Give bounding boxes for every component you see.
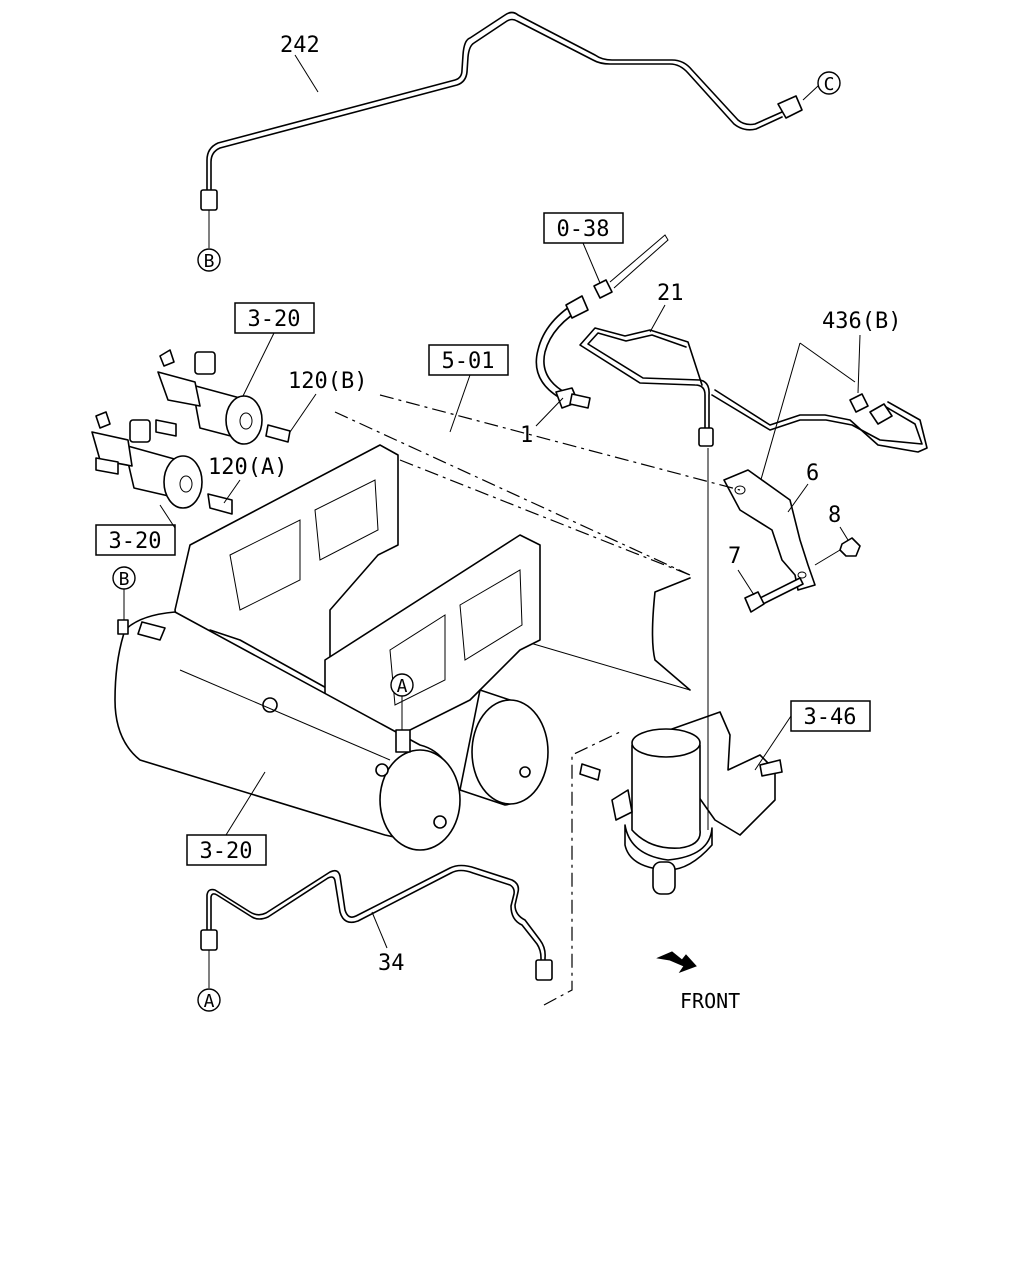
leader-8 bbox=[839, 526, 849, 541]
marker-b-top: B bbox=[197, 248, 221, 272]
ref-box-5-01: 5-01 bbox=[428, 344, 509, 376]
marker-c-text: C bbox=[824, 74, 835, 95]
leader-1 bbox=[535, 397, 564, 427]
marker-a-bottom: A bbox=[197, 988, 221, 1012]
leader-3-20-bottom bbox=[225, 771, 266, 836]
ref-3-46-text: 3-46 bbox=[804, 705, 857, 730]
front-arrow-icon bbox=[656, 951, 697, 974]
ref-3-20-mid-text: 3-20 bbox=[109, 529, 162, 554]
ref-box-3-20-top: 3-20 bbox=[234, 302, 315, 334]
leader-34 bbox=[371, 911, 388, 949]
valve-lower bbox=[91, 411, 233, 515]
leader-6 bbox=[787, 483, 809, 513]
leader-5-01 bbox=[449, 374, 471, 433]
leader-21 bbox=[649, 304, 666, 333]
air-tank-front bbox=[114, 611, 461, 851]
leader-242 bbox=[294, 54, 319, 93]
leader-120b bbox=[289, 393, 317, 433]
leader-436b bbox=[857, 334, 861, 394]
leader-3-20-mid bbox=[159, 504, 176, 529]
frame-rail bbox=[334, 394, 741, 691]
marker-a-tank: A bbox=[390, 673, 414, 697]
tube-436b bbox=[711, 389, 928, 453]
marker-b-tank-text: B bbox=[119, 569, 130, 590]
bolt-7 bbox=[744, 577, 804, 613]
marker-a-bottom-text: A bbox=[204, 991, 215, 1012]
nut-8 bbox=[839, 537, 861, 557]
label-34: 34 bbox=[378, 951, 405, 976]
leader-120a bbox=[223, 479, 241, 504]
marker-b-tank: B bbox=[112, 566, 136, 590]
nut-axis bbox=[814, 549, 841, 566]
ref-box-0-38: 0-38 bbox=[543, 212, 624, 244]
label-242: 242 bbox=[280, 33, 320, 58]
leader-7 bbox=[737, 569, 755, 596]
ref-box-3-20-mid: 3-20 bbox=[95, 524, 176, 556]
label-front: FRONT bbox=[680, 989, 740, 1013]
marker-a-tank-text: A bbox=[397, 676, 408, 697]
ref-box-3-20-bottom: 3-20 bbox=[186, 834, 267, 866]
label-6: 6 bbox=[806, 461, 819, 486]
label-7: 7 bbox=[728, 544, 741, 569]
leader-bracket-group bbox=[757, 342, 856, 491]
hose-1 bbox=[535, 234, 669, 409]
leader-3-46 bbox=[754, 715, 792, 771]
tube-21 bbox=[579, 327, 714, 447]
ref-0-38-text: 0-38 bbox=[557, 217, 610, 242]
tube-34 bbox=[200, 864, 553, 988]
label-1: 1 bbox=[520, 423, 533, 448]
marker-c: C bbox=[817, 71, 841, 95]
ref-5-01-text: 5-01 bbox=[442, 349, 495, 374]
leader-3-20-top bbox=[242, 332, 275, 397]
label-8: 8 bbox=[828, 503, 841, 528]
label-436b: 436(B) bbox=[822, 309, 901, 334]
marker-b-top-text: B bbox=[204, 251, 215, 272]
label-120b: 120(B) bbox=[288, 369, 367, 394]
tube-242 bbox=[200, 11, 819, 248]
label-120a: 120(A) bbox=[208, 455, 287, 480]
leader-0-38 bbox=[582, 242, 601, 284]
label-21: 21 bbox=[657, 281, 684, 306]
air-tank-rear bbox=[459, 689, 549, 806]
ref-3-20-top-text: 3-20 bbox=[248, 307, 301, 332]
bracket-6 bbox=[723, 469, 816, 591]
air-dryer bbox=[579, 448, 783, 895]
ref-box-3-46: 3-46 bbox=[790, 700, 871, 732]
ref-3-20-bottom-text: 3-20 bbox=[200, 839, 253, 864]
valve-upper bbox=[155, 349, 291, 445]
